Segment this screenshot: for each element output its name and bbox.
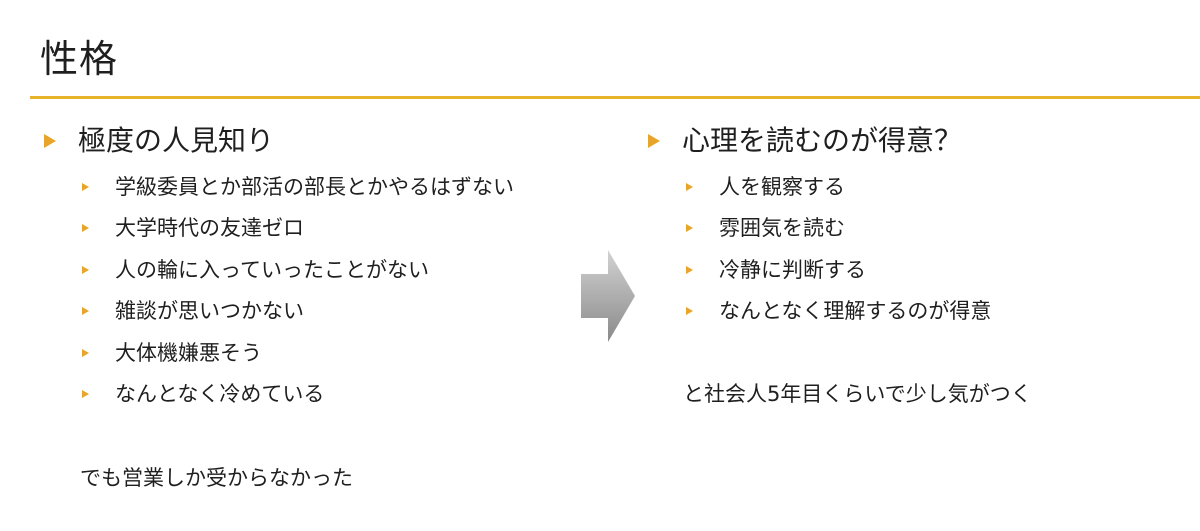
list-item-text: 学級委員とか部活の部長とかやるはずない [115, 174, 514, 199]
slide-title: 性格 [40, 37, 119, 81]
list-item-text: 雑談が思いつかない [115, 299, 304, 324]
list-item-text: 冷静に判断する [719, 257, 866, 282]
list-item-text: なんとなく冷めている [115, 382, 325, 407]
triangle-bullet-icon [82, 265, 89, 274]
list-item: 冷静に判断する [686, 249, 991, 291]
left-column: 極度の人見知り 学級委員とか部活の部長とかやるはずない 大学時代の友達ゼロ 人の… [44, 120, 514, 415]
right-column: 心理を読むのが得意？ 人を観察する 雰囲気を読む 冷静に判断する なんとなく理解… [648, 120, 991, 332]
right-heading-text: 心理を読むのが得意？ [682, 124, 963, 157]
title-divider [30, 96, 1200, 99]
list-item: 大学時代の友達ゼロ [82, 208, 514, 250]
right-arrow-icon [581, 250, 635, 342]
triangle-bullet-icon [686, 307, 693, 316]
list-item: 人を観察する [686, 166, 991, 208]
list-item-text: 雰囲気を読む [719, 216, 845, 241]
triangle-bullet-icon [82, 224, 89, 233]
list-item: なんとなく冷めている [82, 374, 514, 416]
list-item-text: 人の輪に入っていったことがない [115, 257, 429, 282]
right-note: と社会人5年目くらいで少し気がつく [683, 382, 1032, 406]
list-item-text: 大体機嫌悪そう [115, 340, 262, 365]
right-heading: 心理を読むのが得意？ [648, 120, 991, 162]
triangle-bullet-icon [686, 182, 693, 191]
list-item: 学級委員とか部活の部長とかやるはずない [82, 166, 514, 208]
triangle-bullet-icon [82, 348, 89, 357]
list-item: 大体機嫌悪そう [82, 332, 514, 374]
left-list: 学級委員とか部活の部長とかやるはずない 大学時代の友達ゼロ 人の輪に入っていった… [44, 166, 514, 415]
left-heading: 極度の人見知り [44, 120, 514, 162]
list-item: 雰囲気を読む [686, 208, 991, 250]
list-item: 雑談が思いつかない [82, 291, 514, 333]
triangle-bullet-icon [82, 307, 89, 316]
triangle-bullet-icon [82, 390, 89, 399]
triangle-bullet-icon [82, 182, 89, 191]
list-item-text: なんとなく理解するのが得意 [719, 299, 992, 324]
left-heading-text: 極度の人見知り [78, 124, 275, 157]
list-item: 人の輪に入っていったことがない [82, 249, 514, 291]
right-list: 人を観察する 雰囲気を読む 冷静に判断する なんとなく理解するのが得意 [648, 166, 991, 332]
triangle-bullet-icon [686, 265, 693, 274]
triangle-bullet-icon [648, 134, 660, 148]
triangle-bullet-icon [686, 224, 693, 233]
list-item-text: 大学時代の友達ゼロ [115, 216, 304, 241]
triangle-bullet-icon [44, 134, 56, 148]
left-note: でも営業しか受からなかった [80, 466, 353, 490]
list-item-text: 人を観察する [719, 174, 845, 199]
list-item: なんとなく理解するのが得意 [686, 291, 991, 333]
